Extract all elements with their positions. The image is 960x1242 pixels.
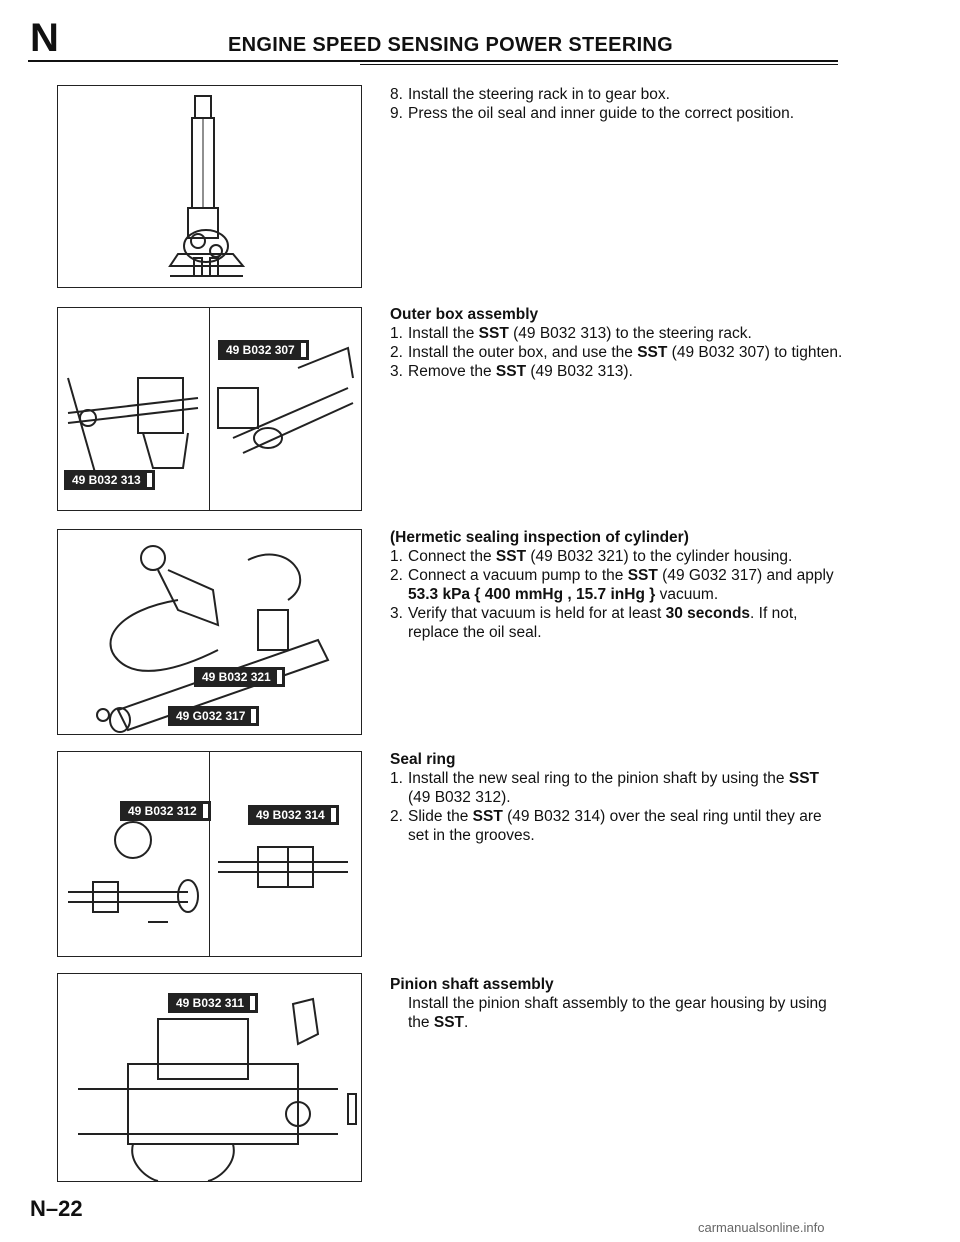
seal-ring-section: Seal ring 1. Install the new seal ring t… <box>390 750 845 845</box>
step-number: 3. <box>390 605 403 622</box>
list-item: 2. Install the outer box, and use the SS… <box>390 343 845 362</box>
figure-pinion-shaft: 49 B032 311 <box>57 973 362 1182</box>
hermetic-section: (Hermetic sealing inspection of cylinder… <box>390 528 845 642</box>
pinion-shaft-illustration <box>78 997 357 1181</box>
list-item: 1. Install the SST (49 B032 313) to the … <box>390 324 845 343</box>
step-text: (49 G032 317) and apply <box>657 567 834 584</box>
page-number: N–22 <box>30 1196 83 1221</box>
tool-label-49-b032-313: 49 B032 313 <box>64 470 155 490</box>
step-text: Install the <box>408 325 479 342</box>
steering-rack-illustration <box>168 95 246 277</box>
section-heading: Pinion shaft assembly <box>390 976 554 993</box>
step-number: 1. <box>390 325 403 342</box>
step-number: 9. <box>390 105 403 122</box>
step-text: Connect the <box>408 548 496 565</box>
list-item: 3. Verify that vacuum is held for at lea… <box>390 604 845 642</box>
step-number: 1. <box>390 548 403 565</box>
tool-label-49-b032-307: 49 B032 307 <box>218 340 309 360</box>
step-text: Install the new seal ring to the pinion … <box>408 770 789 787</box>
figure-divider <box>209 752 210 956</box>
step-text: Install the steering rack in to gear box… <box>408 86 670 103</box>
vacuum-spec: 53.3 kPa { 400 mmHg , 15.7 inHg } <box>408 586 656 603</box>
section-heading: Outer box assembly <box>390 306 539 323</box>
page-title: ENGINE SPEED SENSING POWER STEERING <box>228 34 674 56</box>
step-text: Slide the <box>408 808 473 825</box>
list-item: 2. Connect a vacuum pump to the SST (49 … <box>390 566 845 604</box>
tool-label-49-b032-321: 49 B032 321 <box>194 667 285 687</box>
tool-label-49-b032-311: 49 B032 311 <box>168 993 259 1013</box>
list-item: 1. Install the new seal ring to the pini… <box>390 769 845 807</box>
figure-outer-box: 49 B032 307 49 B032 313 <box>57 307 362 511</box>
sst-label: SST <box>472 808 503 825</box>
body-text: . <box>464 1014 469 1031</box>
step-text: Press the oil seal and inner guide to th… <box>408 105 795 122</box>
header-rule-thin <box>360 64 838 65</box>
sst-label: SST <box>433 1014 465 1031</box>
hold-time: 30 seconds <box>665 605 751 622</box>
watermark: carmanualsonline.info <box>698 1220 825 1235</box>
step-number: 2. <box>390 567 403 584</box>
step-number: 8. <box>390 86 403 103</box>
body-text: Install the pinion shaft assembly to the… <box>408 995 827 1031</box>
paragraph: Install the pinion shaft assembly to the… <box>390 994 845 1032</box>
sst-label: SST <box>495 363 527 380</box>
sst-label: SST <box>495 548 527 565</box>
step-text: Install the outer box, and use the <box>408 344 638 361</box>
outer-box-illustration <box>67 346 354 484</box>
step-text: (49 B032 313). <box>526 363 633 380</box>
list-item: 1. Connect the SST (49 B032 321) to the … <box>390 547 845 566</box>
section-letter: N <box>30 16 59 60</box>
section-heading: Seal ring <box>390 751 456 768</box>
step-text: Verify that vacuum is held for at least <box>408 605 666 622</box>
install-steps-top: 8. Install the steering rack in to gear … <box>390 85 845 123</box>
step-text: (49 B032 313) to the steering rack. <box>508 325 752 342</box>
header-rule <box>28 60 838 62</box>
list-item: 3. Remove the SST (49 B032 313). <box>390 362 845 381</box>
list-item: 2. Slide the SST (49 B032 314) over the … <box>390 807 845 845</box>
vacuum-pump-illustration <box>96 545 330 733</box>
list-item: 9. Press the oil seal and inner guide to… <box>390 104 845 123</box>
section-heading: (Hermetic sealing inspection of cylinder… <box>390 529 689 546</box>
step-text: . If not, replace the oil seal. <box>408 605 798 641</box>
outer-box-section: Outer box assembly 1. Install the SST (4… <box>390 305 845 381</box>
step-text: vacuum. <box>655 586 719 603</box>
step-number: 1. <box>390 770 403 787</box>
sst-label: SST <box>637 344 668 361</box>
step-number: 3. <box>390 363 403 380</box>
seal-ring-illustration <box>68 821 348 923</box>
sst-label: SST <box>478 325 509 342</box>
step-number: 2. <box>390 344 403 361</box>
step-text: (49 B032 321) to the cylinder housing. <box>526 548 793 565</box>
figure-hermetic-sealing: 49 B032 321 49 G032 317 <box>57 529 362 735</box>
step-text: Remove the <box>408 363 496 380</box>
pinion-section: Pinion shaft assembly Install the pinion… <box>390 975 845 1032</box>
step-text: (49 B032 307) to tighten. <box>667 344 843 361</box>
step-text: (49 B032 314) over the seal ring until t… <box>408 808 822 844</box>
tool-label-49-b032-312: 49 B032 312 <box>120 801 211 821</box>
list-item: 8. Install the steering rack in to gear … <box>390 85 845 104</box>
figure-divider <box>209 308 210 510</box>
figure-seal-ring: 49 B032 312 49 B032 314 <box>57 751 362 957</box>
figure-steering-rack <box>57 85 362 288</box>
sst-label: SST <box>627 567 658 584</box>
step-text: Connect a vacuum pump to the <box>408 567 628 584</box>
sst-label: SST <box>788 770 820 787</box>
step-text: (49 B032 312). <box>408 789 511 806</box>
tool-label-49-g032-317: 49 G032 317 <box>168 706 260 726</box>
tool-label-49-b032-314: 49 B032 314 <box>248 805 339 825</box>
step-number: 2. <box>390 808 403 825</box>
